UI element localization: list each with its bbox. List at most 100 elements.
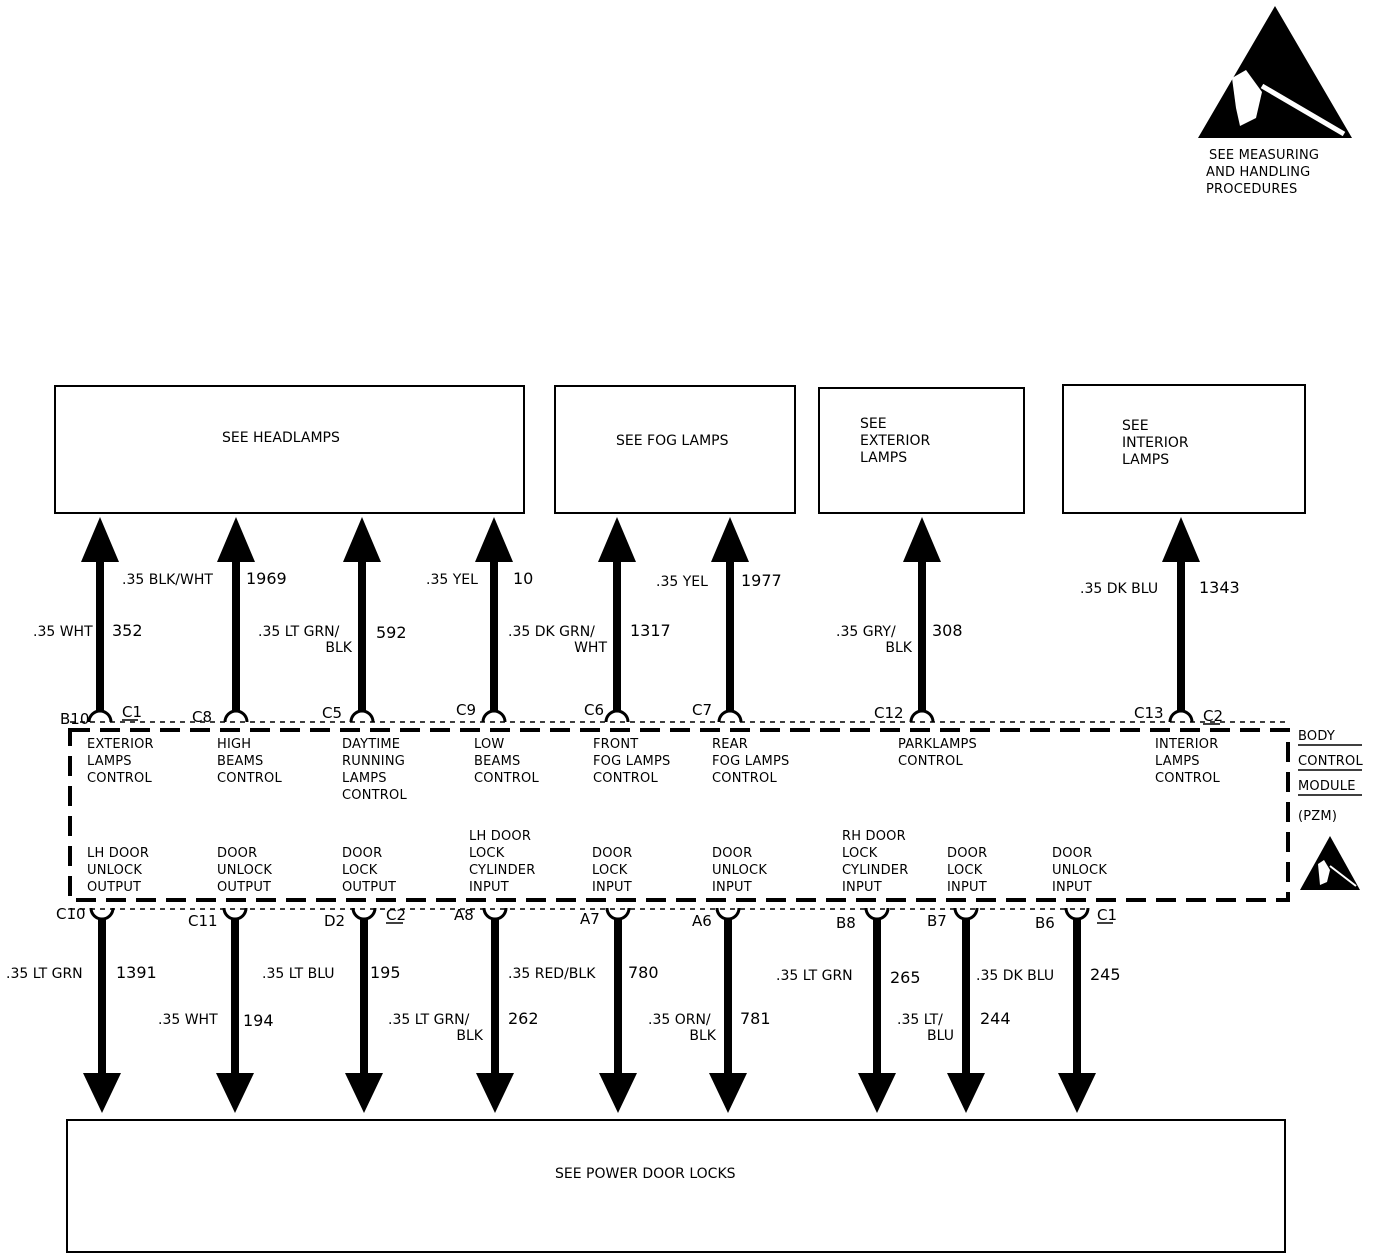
module-function-label: OUTPUT: [217, 880, 271, 895]
module-function-label: PARKLAMPS: [898, 737, 977, 752]
wire-color-label: .35 YEL: [426, 572, 478, 588]
module-function-label: FOG LAMPS: [593, 754, 670, 769]
wire-color-label: BLU: [927, 1028, 954, 1044]
circuit-number: 592: [376, 623, 407, 642]
module-function-label: FOG LAMPS: [712, 754, 789, 769]
pin-label: C9: [456, 701, 476, 719]
module-function-label: INPUT: [947, 880, 987, 895]
wire-color-label: .35 LT GRN: [6, 966, 83, 982]
arrow-up-icon: [217, 517, 255, 562]
pin-label: A6: [692, 912, 712, 930]
module-function-label: HIGH: [217, 737, 251, 752]
power-door-locks-label: SEE POWER DOOR LOCKS: [555, 1166, 736, 1182]
esd-caption-line: PROCEDURES: [1206, 182, 1297, 197]
wire-color-label: .35 LT GRN: [776, 968, 853, 984]
pin-label: C10: [56, 905, 86, 923]
wire-color-label: .35 RED/BLK: [508, 966, 596, 982]
module-function-label: CONTROL: [474, 771, 539, 786]
wire-color-label: .35 DK BLU: [976, 968, 1054, 984]
circuit-number: 194: [243, 1011, 274, 1030]
module-function-label: UNLOCK: [87, 863, 142, 878]
arrow-up-icon: [1162, 517, 1200, 562]
module-function-label: LOCK: [469, 846, 505, 861]
headlamps-box: [54, 385, 525, 514]
exterior-lamps-box: [818, 387, 1025, 514]
module-function-label: CONTROL: [1155, 771, 1220, 786]
wire-color-label: .35 LT BLU: [262, 966, 335, 982]
circuit-number: 1343: [1199, 578, 1240, 597]
module-function-label: CONTROL: [342, 788, 407, 803]
module-function-label: INTERIOR: [1155, 737, 1218, 752]
pin-label: B10: [60, 710, 89, 728]
module-function-label: DOOR: [947, 846, 987, 861]
module-function-label: DOOR: [592, 846, 632, 861]
pin-label: C5: [322, 704, 342, 722]
wire-color-label: .35 DK GRN/: [508, 624, 595, 640]
connector-pin-icon: [89, 907, 115, 921]
module-function-label: UNLOCK: [217, 863, 272, 878]
module-function-label: OUTPUT: [342, 880, 396, 895]
wire-color-label: .35 WHT: [158, 1012, 218, 1028]
module-function-label: LAMPS: [342, 771, 387, 786]
wire-color-label: WHT: [574, 640, 607, 656]
module-function-label: LAMPS: [1155, 754, 1200, 769]
wire-color-label: .35 GRY/: [836, 624, 896, 640]
arrow-down-icon: [216, 1073, 254, 1113]
module-function-label: OUTPUT: [87, 880, 141, 895]
arrow-down-icon: [858, 1073, 896, 1113]
circuit-number: 10: [513, 569, 533, 588]
module-label: MODULE: [1298, 779, 1356, 794]
module-function-label: CONTROL: [217, 771, 282, 786]
module-label: BODY: [1298, 729, 1335, 744]
pin-label: C13: [1134, 704, 1164, 722]
circuit-number: 1969: [246, 569, 287, 588]
circuit-number: 1977: [741, 571, 782, 590]
esd-caption-line: SEE MEASURING: [1209, 148, 1319, 163]
pin-label: A7: [580, 910, 600, 928]
module-function-label: LOW: [474, 737, 504, 752]
circuit-number: 352: [112, 621, 143, 640]
module-function-label: INPUT: [712, 880, 752, 895]
arrow-down-icon: [83, 1073, 121, 1113]
wire-color-label: .35 YEL: [656, 574, 708, 590]
connector-pin-icon: [1168, 709, 1194, 723]
wire-color-label: .35 LT/: [897, 1012, 943, 1028]
connector-pin-icon: [349, 709, 375, 723]
power-door-locks-box: [66, 1119, 1286, 1253]
module-function-label: RUNNING: [342, 754, 405, 769]
connector-pin-icon: [604, 709, 630, 723]
module-function-label: LH DOOR: [87, 846, 149, 861]
connector-pin-icon: [87, 709, 113, 723]
interior-lamps-box: [1062, 384, 1306, 514]
module-function-label: BEAMS: [217, 754, 264, 769]
arrow-down-icon: [476, 1073, 514, 1113]
circuit-number: 245: [1090, 965, 1121, 984]
module-label: CONTROL: [1298, 754, 1363, 769]
arrow-up-icon: [81, 517, 119, 562]
wire-color-label: .35 LT GRN/: [258, 624, 340, 640]
headlamps-label: SEE HEADLAMPS: [222, 430, 340, 446]
arrow-down-icon: [947, 1073, 985, 1113]
arrow-down-icon: [345, 1073, 383, 1113]
module-esd-icon: [1300, 836, 1360, 890]
module-function-label: LH DOOR: [469, 829, 531, 844]
module-function-label: DOOR: [1052, 846, 1092, 861]
arrow-up-icon: [598, 517, 636, 562]
pin-label: B7: [927, 912, 947, 930]
fog-lamps-box: [554, 385, 796, 514]
connector-pin-icon: [953, 907, 979, 921]
module-function-label: DOOR: [217, 846, 257, 861]
interior-lamps-label: INTERIOR: [1122, 435, 1189, 451]
pin-label: A8: [454, 906, 474, 924]
